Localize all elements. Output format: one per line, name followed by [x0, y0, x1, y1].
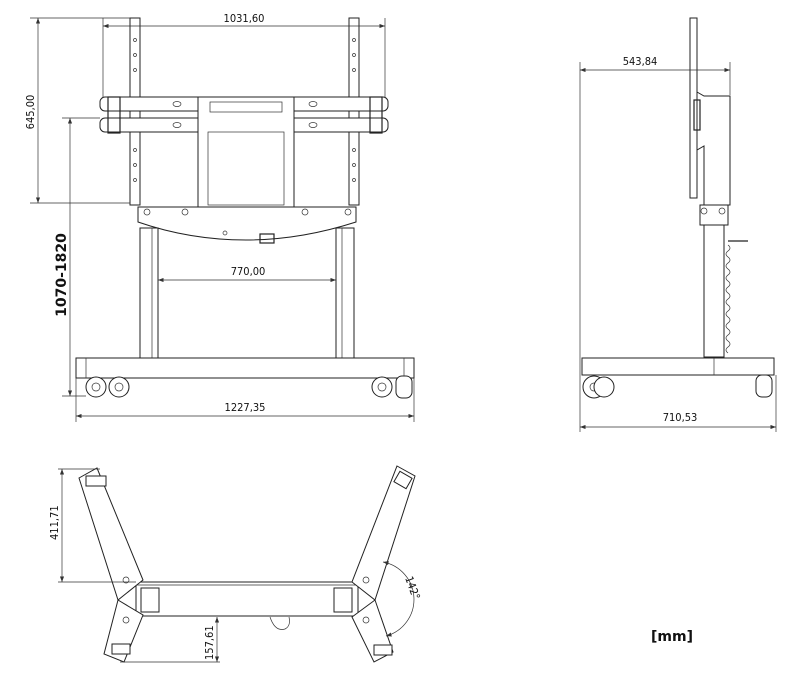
dim-leg-depth: 411,71 — [48, 505, 61, 540]
caster — [85, 475, 107, 487]
units-label: [mm] — [651, 629, 693, 645]
dim-column-spacing: 770,00 — [231, 265, 266, 278]
dim-base-width: 1227,35 — [225, 401, 266, 414]
front-view: 1031,60 645,00 1070-1820 770,00 1227,35 — [24, 12, 415, 422]
left-column — [139, 227, 159, 361]
wall-bracket — [696, 91, 731, 206]
dim-base-depth: 710,53 — [663, 411, 698, 424]
center-bracket — [197, 96, 295, 208]
angle-arc — [382, 560, 415, 637]
column-side — [703, 224, 725, 358]
dim-front-offset: 157,61 — [203, 625, 216, 660]
wheels — [85, 375, 413, 399]
cable-spiral — [725, 244, 731, 354]
column-head — [137, 206, 357, 241]
center-crossbar — [135, 581, 359, 617]
base-side — [581, 357, 775, 376]
right-column — [335, 227, 355, 361]
dim-leg-angle: 142° — [402, 575, 422, 602]
dim-display-height: 645,00 — [24, 95, 37, 130]
dim-width-top: 1031,60 — [224, 12, 265, 25]
side-view: 543,84 710,53 — [579, 17, 777, 432]
top-view: 411,71 157,61 142° — [48, 465, 423, 663]
base-frame — [75, 357, 415, 379]
dim-depth-top: 543,84 — [623, 55, 658, 68]
left-rear-leg — [78, 467, 144, 601]
dim-height-range: 1070-1820 — [54, 233, 70, 317]
